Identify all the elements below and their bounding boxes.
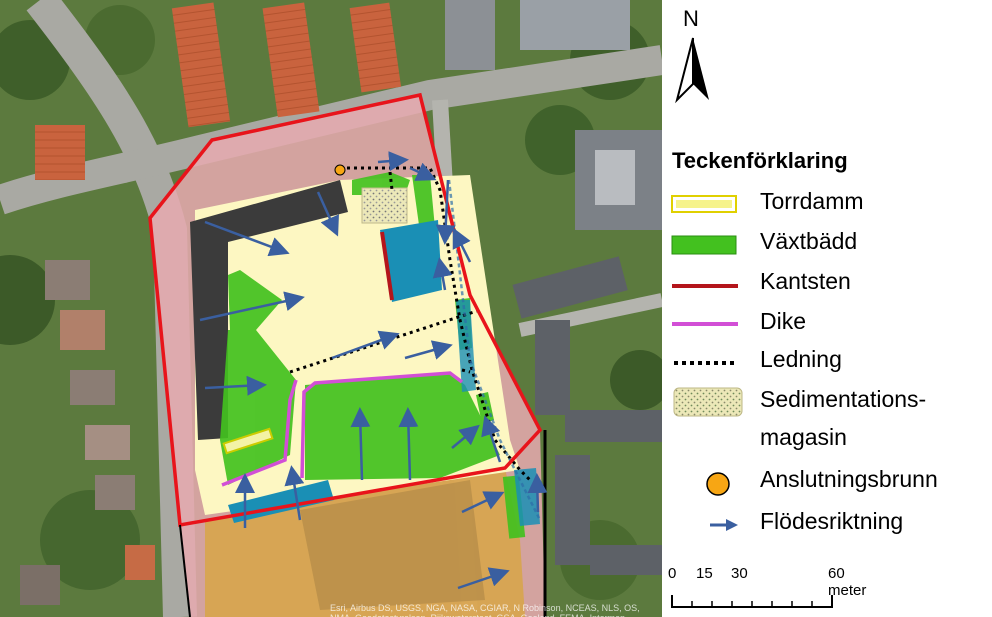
legend-item-vaxtbadd: Växtbädd [670, 226, 970, 260]
legend-label: Flödesriktning [760, 508, 904, 534]
green-rect-icon [671, 235, 737, 255]
buildings-east [512, 130, 662, 575]
red-line-icon [672, 284, 738, 288]
legend-item-sedimentationsmagasin: Sedimentations- magasin [670, 384, 990, 454]
kantsten-line [380, 231, 394, 301]
legend-label: Ledning [760, 346, 842, 372]
legend-label-line2: magasin [760, 424, 847, 450]
site-map: Esri, Airbus DS, USGS, NGA, NASA, CGIAR,… [0, 0, 662, 617]
sedimentation-magazine [361, 187, 408, 224]
project-boundary [148, 92, 543, 528]
scale-label-60: 60 meter [828, 565, 867, 599]
legend-label: Växtbädd [760, 228, 858, 254]
scale-label-0: 0 [668, 565, 677, 582]
map-attribution: Esri, Airbus DS, USGS, NGA, NASA, CGIAR,… [330, 603, 640, 617]
legend-panel [662, 0, 992, 617]
torrdamm [222, 427, 274, 455]
legend-label-line1: Sedimentations- [760, 386, 927, 412]
dotted-pattern-icon [673, 387, 743, 417]
scale-bar-graphic [671, 595, 833, 608]
legend-item-anslutningsbrunn: Anslutningsbrunn [670, 464, 992, 498]
yellow-rect-icon [671, 195, 737, 213]
houses-west [20, 260, 155, 605]
north-arrow-icon [675, 37, 709, 104]
legend-label: Anslutningsbrunn [760, 466, 938, 492]
scale-label-30: 30 [731, 565, 748, 582]
legend-item-flodesriktning: Flödesriktning [670, 506, 990, 540]
legend-title: Teckenförklaring [672, 148, 848, 173]
scale-bar: 0 15 30 60 meter [668, 565, 866, 613]
legend-item-ledning: Ledning [670, 344, 970, 378]
legend-label: Torrdamm [760, 188, 864, 214]
orange-circle-icon [706, 472, 730, 496]
legend-label: Kantsten [760, 268, 851, 294]
rowhouses-north [35, 0, 630, 180]
flow-arrows [199, 151, 548, 590]
dike-lines [221, 371, 464, 487]
scale-label-15: 15 [696, 565, 713, 582]
north-label: N [683, 6, 699, 31]
legend-item-dike: Dike [670, 306, 970, 340]
school-building [300, 480, 485, 610]
legend-item-torrdamm: Torrdamm [670, 186, 970, 220]
map-canvas [0, 0, 662, 617]
legend-label: Dike [760, 308, 807, 334]
boundary-west-edge [179, 524, 191, 617]
legend-item-kantsten: Kantsten [670, 266, 970, 300]
existing-building [190, 180, 348, 440]
ledning-pipe-blue [447, 179, 542, 521]
anslutningsbrunn-marker [334, 164, 346, 176]
blue-arrow-icon [710, 519, 738, 531]
dotted-line-icon [674, 361, 738, 365]
magenta-line-icon [672, 322, 738, 326]
